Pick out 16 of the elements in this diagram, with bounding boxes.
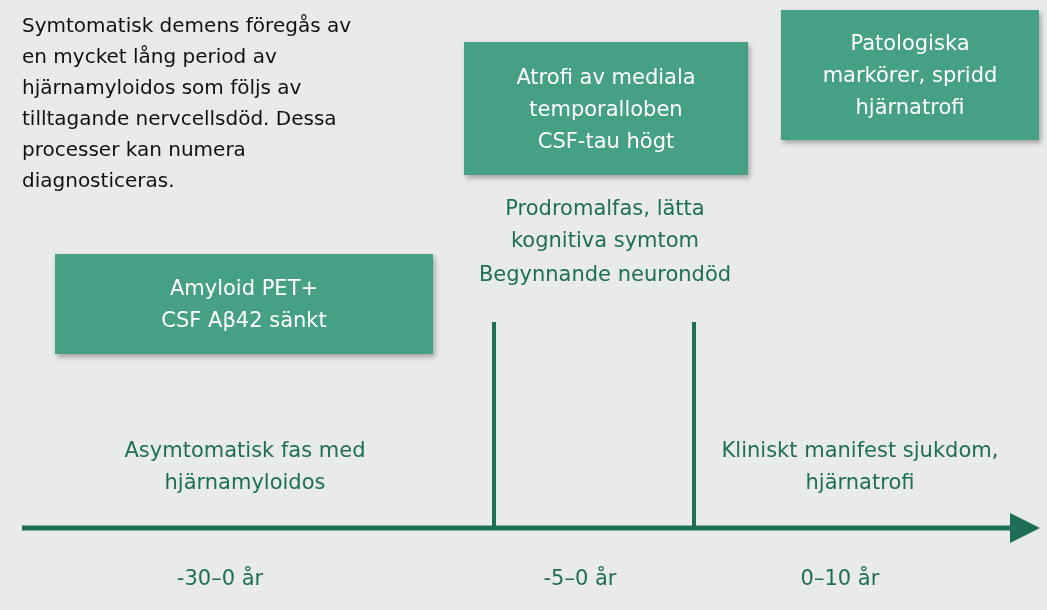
year-range-label: 0–10 år — [799, 565, 881, 592]
phase-label: Kliniskt manifest sjukdom, hjärnatrofi — [720, 437, 1000, 496]
stage-text: CSF Aβ42 sänkt — [161, 307, 327, 334]
stage-box — [55, 254, 433, 354]
stage-text: Patologiska markörer, spridd hjärnatrofi — [821, 30, 999, 121]
phase-label: Asymtomatisk fas med hjärnamyloidos — [123, 437, 367, 496]
year-range-label: -30–0 år — [175, 565, 265, 592]
stage-text: Atrofi av mediala temporalloben — [515, 63, 697, 123]
stage-box — [464, 42, 748, 175]
stage-box — [781, 10, 1039, 140]
phase-label: Begynnande neurondöd — [477, 261, 733, 288]
intro-paragraph: Symtomatisk demens föregås av en mycket lång period av hjärnamyloidos som följs av tilltagande nervcellsdöd. Dessa processer kan numera diagnosticeras. — [22, 12, 352, 194]
stage-text: Amyloid PET+ — [169, 275, 319, 302]
year-range-label: -5–0 år — [542, 565, 618, 592]
stage-text: CSF-tau högt — [537, 127, 675, 155]
phase-label: Prodromalfas, lätta kognitiva symtom — [504, 195, 706, 254]
